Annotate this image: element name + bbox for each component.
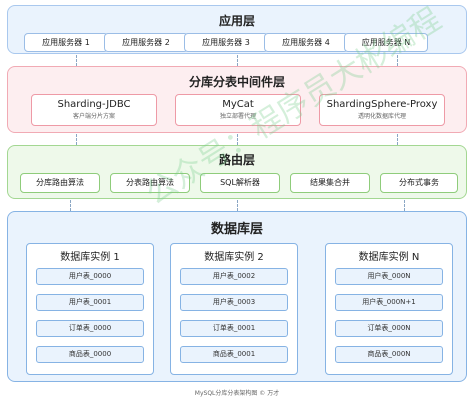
db-table: 用户表_0001 (36, 294, 144, 311)
connector-routing-database (404, 200, 405, 211)
routing-layer: 路由层 分库路由算法 分表路由算法 SQL解析器 结果集合并 分布式事务 (7, 145, 467, 199)
db-table: 订单表_000N (335, 320, 443, 337)
middleware-desc: 客户端分片方案 (72, 113, 115, 120)
db-instance-title: 数据库实例 2 (204, 252, 264, 263)
db-instance-2: 数据库实例 2 用户表_0002 用户表_0003 订单表_0001 商品表_0… (170, 243, 298, 375)
middleware-name: MyCat (222, 99, 254, 110)
middleware-layer-title: 分库分表中间件层 (188, 75, 285, 89)
connector-routing-database (237, 200, 238, 211)
db-instance-1: 数据库实例 1 用户表_0000 用户表_0001 订单表_0000 商品表_0… (26, 243, 154, 375)
application-layer: 应用层 应用服务器 1 应用服务器 2 应用服务器 3 应用服务器 4 应用服务… (7, 5, 467, 54)
db-table: 用户表_0003 (180, 294, 288, 311)
db-instance-title: 数据库实例 N (358, 252, 420, 263)
app-server-n: 应用服务器 N (344, 33, 428, 52)
middleware-sharding-jdbc: Sharding-JDBC 客户端分片方案 (31, 94, 157, 126)
middleware-desc: 透明化数据库代理 (357, 113, 406, 120)
application-layer-title: 应用层 (218, 14, 255, 28)
db-table: 用户表_000N (335, 268, 443, 285)
middleware-shardingsphere-proxy: ShardingSphere-Proxy 透明化数据库代理 (319, 94, 445, 126)
db-table: 用户表_0002 (180, 268, 288, 285)
db-table: 订单表_0001 (180, 320, 288, 337)
db-table: 商品表_0000 (36, 346, 144, 363)
app-server-1: 应用服务器 1 (24, 33, 108, 52)
db-table: 商品表_0001 (180, 346, 288, 363)
diagram-caption: MySQL分库分表架构图 © 万才 (194, 390, 280, 397)
db-table: 用户表_000N+1 (335, 294, 443, 311)
routing-distributed-transaction: 分布式事务 (380, 173, 458, 193)
routing-table-algorithm: 分表路由算法 (110, 173, 190, 193)
connector-middleware-routing (76, 134, 77, 145)
middleware-name: Sharding-JDBC (57, 99, 131, 110)
routing-db-algorithm: 分库路由算法 (20, 173, 100, 193)
app-server-3: 应用服务器 3 (184, 33, 268, 52)
db-table: 商品表_000N (335, 346, 443, 363)
connector-app-middleware (76, 55, 77, 66)
routing-layer-title: 路由层 (218, 153, 255, 167)
connector-middleware-routing (237, 134, 238, 145)
connector-middleware-routing (397, 134, 398, 145)
middleware-desc: 独立部署代理 (219, 113, 256, 120)
db-instance-n: 数据库实例 N 用户表_000N 用户表_000N+1 订单表_000N 商品表… (325, 243, 453, 375)
connector-routing-database (70, 200, 71, 211)
database-layer-title: 数据库层 (210, 222, 263, 237)
routing-result-merge: 结果集合并 (290, 173, 370, 193)
app-server-2: 应用服务器 2 (104, 33, 188, 52)
routing-sql-parser: SQL解析器 (200, 173, 280, 193)
middleware-mycat: MyCat 独立部署代理 (175, 94, 301, 126)
db-table: 订单表_0000 (36, 320, 144, 337)
db-table: 用户表_0000 (36, 268, 144, 285)
database-layer: 数据库层 数据库实例 1 用户表_0000 用户表_0001 订单表_0000 … (7, 211, 467, 382)
connector-app-middleware (237, 55, 238, 66)
connector-app-middleware (397, 55, 398, 66)
db-instance-title: 数据库实例 1 (60, 252, 120, 263)
middleware-name: ShardingSphere-Proxy (326, 99, 438, 110)
middleware-layer: 分库分表中间件层 Sharding-JDBC 客户端分片方案 MyCat 独立部… (7, 66, 467, 133)
